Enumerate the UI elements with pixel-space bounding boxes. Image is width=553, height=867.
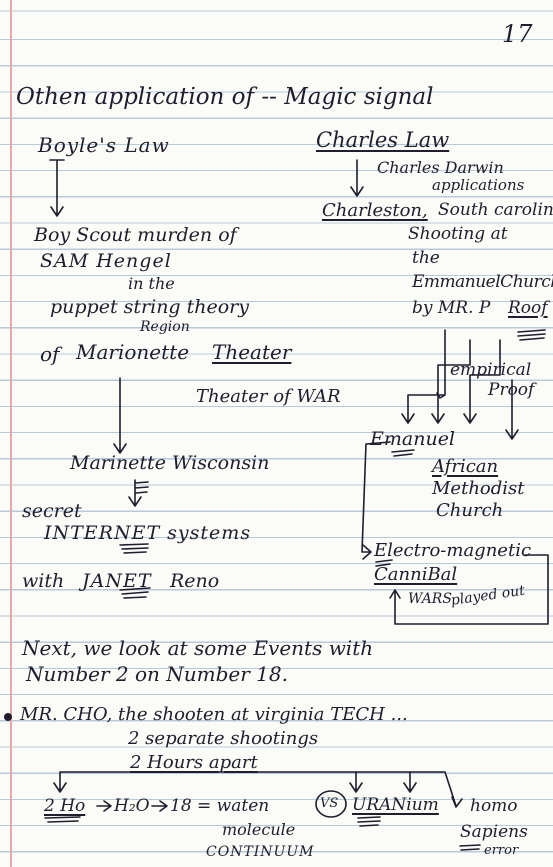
red-margin-line <box>10 0 12 867</box>
the: the <box>412 248 440 268</box>
eq-18-water: 18 = waten <box>170 796 270 816</box>
arrow-eq-2 <box>151 800 168 812</box>
bracket-wars <box>394 554 549 625</box>
arrow-eq-1 <box>96 800 112 812</box>
scribble-roof <box>517 329 546 341</box>
reno: Reno <box>170 570 220 592</box>
methodist: Methodist <box>432 478 525 499</box>
roof: Roof <box>508 298 548 318</box>
shooting-at: Shooting at <box>408 224 508 244</box>
continuum: CONTINUUM <box>206 844 315 860</box>
janet: JANET <box>82 570 152 592</box>
african: African <box>432 456 499 477</box>
eq-h2o: H₂O <box>114 796 150 816</box>
proof: Proof <box>488 380 535 400</box>
charles-law: Charles Law <box>316 128 450 152</box>
arrow-boyle-down <box>49 159 65 217</box>
molecule: molecule <box>222 820 296 839</box>
page-number: 17 <box>502 20 533 48</box>
empirical: empirical <box>450 360 532 380</box>
scribble-electro <box>375 559 393 567</box>
internet-systems: INTERNET systems <box>44 522 252 544</box>
emanuel: Emanuel <box>370 428 456 450</box>
scribble-janet <box>119 587 151 599</box>
of: of <box>40 342 60 366</box>
sapiens: Sapiens <box>460 822 528 842</box>
mr-cho-line: MR. CHO, the shooten at virginia TECH ..… <box>20 704 408 725</box>
separate-shootings: 2 separate shootings <box>128 728 319 749</box>
arrow-to-homo <box>409 771 463 808</box>
two-hours-apart: 2 Hours apart <box>130 752 258 773</box>
church: Church <box>436 500 504 521</box>
homo: homo <box>470 796 518 816</box>
vs: VS <box>320 796 339 811</box>
arrow-roof-3 <box>463 339 501 424</box>
bullet-dot <box>4 713 12 721</box>
bracket-hours-right <box>199 771 417 793</box>
emmanuel-church: EmmanuelChurch <box>412 272 553 292</box>
scribble-2ho <box>44 816 81 823</box>
puppet-string-theory: puppet string theory <box>50 296 249 318</box>
next-line-2: Number 2 on Number 18. <box>26 662 288 686</box>
cannibal: CanniBal <box>374 564 458 585</box>
wars: WARS <box>408 591 452 607</box>
with: with <box>22 570 65 592</box>
sam-hengel: SAM Hengel <box>40 250 172 272</box>
uranium: URANium <box>352 795 439 815</box>
by-mr-p: by MR. P <box>412 298 491 318</box>
vs-circle <box>315 790 347 818</box>
error: error <box>484 843 519 858</box>
next-line-1: Next, we look at some Events with <box>22 636 374 660</box>
charles-darwin: Charles Darwin <box>377 158 504 177</box>
darwin-applications: applications <box>432 176 525 194</box>
scribble-marinette <box>134 481 149 494</box>
arrow-charles-down <box>350 159 364 197</box>
electro-magnetic: Electro-magnetic <box>374 540 532 561</box>
eq-2ho: 2 Ho <box>44 796 86 816</box>
region: Region <box>140 319 190 335</box>
bracket-emanuel-electro <box>361 441 391 560</box>
arrow-wars-up <box>389 589 401 601</box>
arrow-proof <box>505 379 519 440</box>
scribble-emanuel <box>391 449 415 457</box>
boy-scout: Boy Scout murden of <box>34 224 237 246</box>
arrow-marinette-down <box>128 479 142 507</box>
secret: secret <box>22 500 82 522</box>
theater-of-war: Theater of WAR <box>196 386 341 407</box>
arrow-theater-down <box>113 377 127 454</box>
charleston: Charleston, <box>322 200 428 221</box>
scribble-internet <box>119 543 149 554</box>
marinette-wisconsin: Marinette Wisconsin <box>70 452 270 474</box>
marionette: Marionette <box>76 340 190 364</box>
scribble-uranium <box>357 816 381 827</box>
theater: Theater <box>212 340 292 364</box>
boyles-law: Boyle's Law <box>38 133 170 157</box>
heading: Othen application of -- Magic signal <box>16 84 434 110</box>
bracket-hours <box>53 771 131 793</box>
arrow-hours-mid <box>349 771 363 793</box>
arrow-roof-2 <box>431 339 471 424</box>
south-carolina: South carolina <box>438 200 553 220</box>
scribble-error <box>459 844 481 851</box>
in-the: in the <box>128 274 175 293</box>
